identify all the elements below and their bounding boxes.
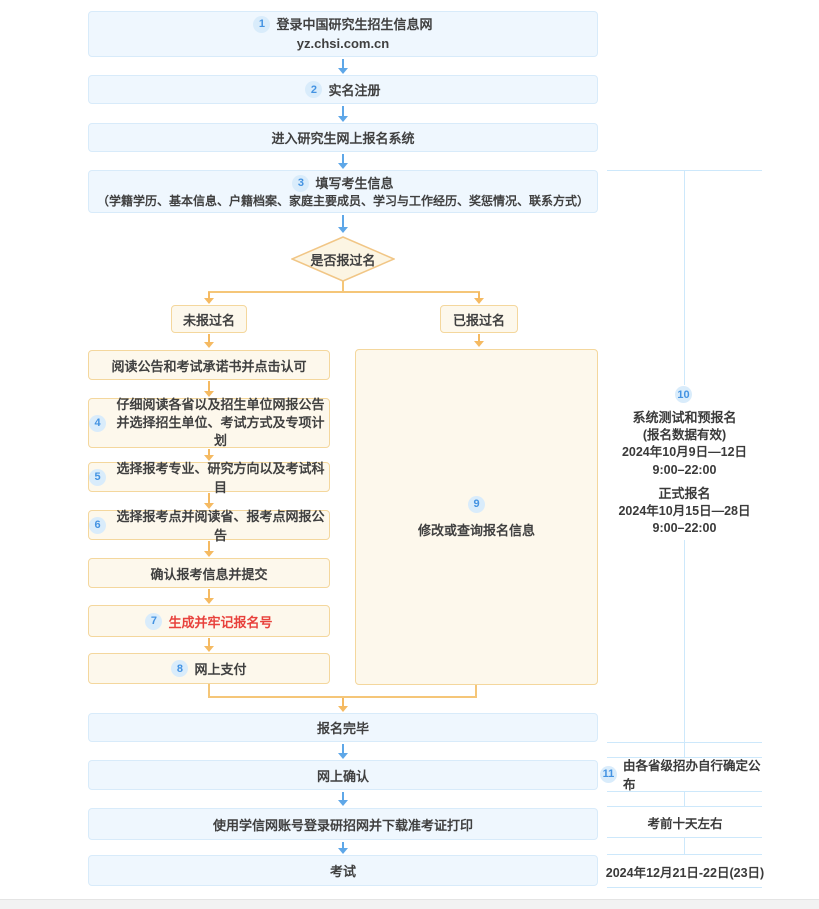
step-badge: 7 [145, 612, 163, 630]
left-step-label: 选择报考专业、研究方向以及考试科目 [116, 461, 325, 495]
flow-step-choose-unit: 4 仔细阅读各省以及招生单位网报公告 并选择招生单位、考试方式及专项计划 [88, 397, 330, 448]
branch-registered: 已报过名 [440, 305, 518, 333]
left-step-label-important: 生成并牢记报名号 [168, 614, 273, 630]
bottom-step-label: 使用学信网账号登录研招网并下载准考证打印 [212, 817, 473, 833]
arrow-down-icon [204, 589, 214, 604]
branch-left-label: 未报过名 [182, 312, 235, 328]
arrow-down-icon [338, 698, 348, 712]
note-11-badge: 11 [600, 765, 617, 783]
left-step-label: 仔细阅读各省以及招生单位网报公告 [116, 397, 325, 412]
flow-step-login-site: 1 登录中国研究生招生信息网 yz.chsi.com.cn [88, 11, 598, 57]
note-text: 考前十天左右 [647, 816, 723, 831]
flow-step-exam: 考试 [88, 855, 598, 886]
note-text: 由各省级招办自行确定公布 [623, 759, 761, 792]
bottom-step-label: 网上确认 [316, 768, 369, 784]
annotation-bracket-line [684, 540, 685, 742]
connector-line [208, 696, 477, 698]
arrow-down-icon [338, 59, 348, 74]
left-step-label: 选择报考点并阅读省、报考点网报公告 [116, 509, 325, 543]
annotation-tick-line [684, 837, 685, 854]
arrow-down-icon [338, 792, 348, 806]
bottom-step-label: 考试 [329, 864, 356, 879]
flow-step-register: 2 实名注册 [88, 75, 598, 104]
step-9-badge: 9 [468, 495, 485, 513]
flow-step-print-ticket: 使用学信网账号登录研招网并下载准考证打印 [88, 808, 598, 840]
note-title: 系统测试和预报名 [632, 410, 737, 425]
note-confirm-announce: 11 由各省级招办自行确定公布 [600, 759, 770, 792]
annotation-tick-line [684, 742, 685, 757]
note-exam-date: 2024年12月21日-22日(23日) [600, 860, 770, 882]
arrow-down-icon [204, 638, 214, 652]
step-1-url: yz.chsi.com.cn [296, 36, 390, 51]
step-badge: 4 [89, 414, 106, 432]
annotation-separator [607, 887, 762, 888]
arrow-down-icon [338, 744, 348, 759]
note-time: 9:00–22:00 [652, 462, 717, 477]
left-step-label: 阅读公告和考试承诺书并点击认可 [111, 358, 307, 374]
left-step-label: 网上支付 [194, 662, 247, 677]
step-1-label: 登录中国研究生招生信息网 [276, 17, 433, 32]
annotation-tick-line [684, 791, 685, 806]
arrow-down-icon [338, 215, 348, 233]
step-4-badge: 3 [292, 174, 310, 192]
flow-step-fill-info: 3 填写考生信息 （学籍学历、基本信息、户籍档案、家庭主要成员、学习与工作经历、… [88, 170, 598, 213]
step-2-badge: 2 [305, 81, 323, 98]
connector-line [475, 685, 477, 698]
note-test-and-prereg: 系统测试和预报名 (报名数据有效) 2024年10月9日—12日 9:00–22… [597, 409, 772, 538]
note-title: 正式报名 [658, 486, 711, 501]
flow-step-registration-done: 报名完毕 [88, 713, 598, 742]
annotation-separator [607, 806, 762, 807]
branch-right-label: 已报过名 [452, 312, 505, 328]
arrow-down-icon [338, 842, 348, 854]
right-step-label: 修改或查询报名信息 [417, 522, 535, 538]
note-date: 2024年10月15日—28日 [618, 503, 751, 518]
flow-step-online-confirm: 网上确认 [88, 760, 598, 790]
annotation-separator [607, 757, 762, 758]
flow-step-enter-system: 进入研究生网上报名系统 [88, 123, 598, 152]
arrow-down-icon [204, 381, 214, 397]
left-step-label: 并选择招生单位、考试方式及专项计划 [116, 415, 325, 448]
step-4-detail: （学籍学历、基本信息、户籍档案、家庭主要成员、学习与工作经历、奖惩情况、联系方式… [96, 193, 589, 208]
note-before-exam: 考前十天左右 [600, 811, 770, 833]
connector-line [208, 684, 210, 698]
arrow-down-icon [474, 292, 484, 304]
note-subtitle: (报名数据有效) [642, 427, 727, 442]
step-badge: 8 [171, 660, 189, 677]
flow-step-read-notice: 阅读公告和考试承诺书并点击认可 [88, 350, 330, 380]
arrow-down-icon [474, 334, 484, 347]
arrow-down-icon [338, 154, 348, 169]
step-badge: 5 [89, 468, 106, 486]
arrow-down-icon [204, 541, 214, 557]
flow-step-choose-major: 5 选择报考专业、研究方向以及考试科目 [88, 461, 330, 495]
step-3-label: 进入研究生网上报名系统 [271, 131, 415, 146]
flow-step-choose-site: 6 选择报考点并阅读省、报考点网报公告 [88, 509, 330, 543]
note-time: 9:00–22:00 [652, 521, 717, 535]
flow-step-pay-online: 8 网上支付 [88, 653, 330, 684]
arrow-down-icon [338, 106, 348, 122]
annotation-separator [607, 854, 762, 855]
left-step-label: 确认报考信息并提交 [150, 566, 268, 582]
branch-not-registered: 未报过名 [171, 305, 247, 333]
annotation-bracket-line [684, 170, 685, 385]
flow-step-remember-number: 7 生成并牢记报名号 [88, 605, 330, 637]
step-4-label: 填写考生信息 [315, 175, 394, 191]
step-1-badge: 1 [253, 16, 271, 33]
step-badge: 6 [89, 516, 106, 534]
note-text: 2024年12月21日-22日(23日) [605, 865, 765, 880]
arrow-down-icon [204, 334, 214, 348]
note-10-badge: 10 [675, 386, 692, 403]
horizontal-scrollbar-track[interactable] [0, 899, 819, 909]
arrow-down-icon [204, 449, 214, 461]
step-2-label: 实名注册 [328, 83, 381, 98]
connector-line [342, 281, 344, 292]
arrow-down-icon [204, 292, 214, 304]
arrow-down-icon [204, 493, 214, 509]
decision-label: 是否报过名 [310, 252, 376, 268]
connector-line [208, 291, 480, 293]
flow-step-modify-query: 9 修改或查询报名信息 [355, 349, 598, 685]
bottom-step-label: 报名完毕 [316, 721, 369, 736]
flow-step-confirm-submit: 确认报考信息并提交 [88, 558, 330, 588]
note-date: 2024年10月9日—12日 [621, 445, 748, 459]
